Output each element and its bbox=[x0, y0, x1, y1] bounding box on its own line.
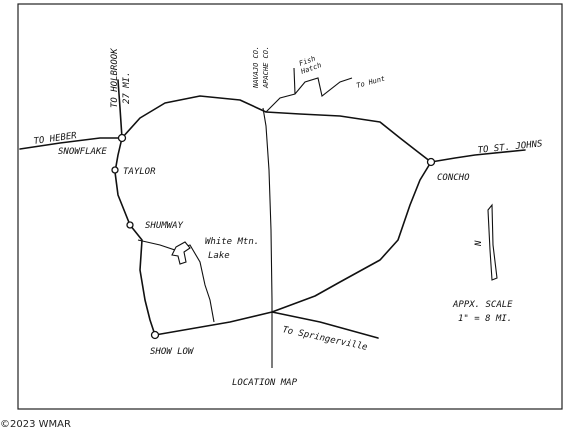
label-to-springerville: To Springerville bbox=[281, 325, 368, 353]
label-concho: CONCHO bbox=[437, 173, 470, 183]
main-loop-road bbox=[121, 95, 432, 336]
road-to-fish-hatchery bbox=[265, 77, 353, 113]
shumway-marker bbox=[126, 221, 134, 229]
road-to-holbrook bbox=[117, 79, 123, 139]
copyright-text: ©2023 WMAR bbox=[0, 419, 71, 430]
label-white-mtn: White Mtn. bbox=[205, 237, 259, 247]
label-holbrook-distance: 27 MI. bbox=[122, 71, 132, 104]
show-low-marker bbox=[150, 330, 160, 340]
label-taylor: TAYLOR bbox=[123, 167, 156, 177]
county-line bbox=[262, 107, 273, 368]
road-to-springerville bbox=[271, 311, 379, 339]
map-frame bbox=[17, 3, 563, 410]
road-fish-hatch-spur bbox=[293, 67, 296, 95]
map-title: LOCATION MAP bbox=[232, 378, 298, 388]
snowflake-marker bbox=[117, 133, 127, 143]
label-to-holbrook: TO HOLBROOK bbox=[110, 48, 120, 108]
taylor-marker bbox=[111, 166, 119, 174]
label-to-st-johns: TO ST. JOHNS bbox=[477, 139, 543, 156]
road-snowflake-show-low bbox=[114, 137, 156, 336]
scale-line-1: APPX. SCALE bbox=[452, 300, 513, 310]
label-snowflake: SNOWFLAKE bbox=[58, 147, 107, 157]
scale-line-2: 1" = 8 MI. bbox=[458, 314, 512, 324]
label-show-low: SHOW LOW bbox=[150, 347, 195, 357]
label-shumway: SHUMWAY bbox=[145, 221, 184, 231]
north-arrow-icon: N bbox=[474, 203, 498, 281]
road-shumway-lake bbox=[137, 239, 215, 323]
white-mtn-lake bbox=[171, 241, 191, 265]
road-to-st-johns bbox=[430, 149, 526, 163]
road-to-heber bbox=[19, 137, 123, 150]
label-to-hunt: To Hunt bbox=[355, 75, 386, 90]
concho-marker bbox=[426, 157, 436, 167]
north-arrow-label: N bbox=[474, 240, 484, 247]
label-to-heber: TO HEBER bbox=[33, 131, 78, 147]
county-label-navajo: NAVAJO CO. bbox=[252, 46, 260, 89]
label-lake: Lake bbox=[208, 251, 230, 261]
county-label-apache: APACHE CO. bbox=[262, 46, 270, 89]
